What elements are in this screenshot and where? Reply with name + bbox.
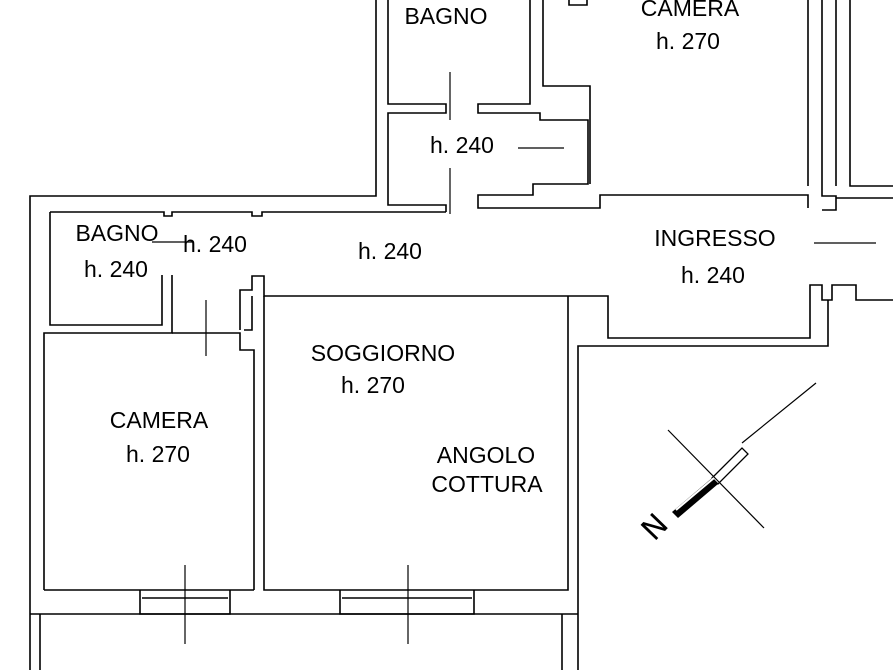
bagno-top-name: BAGNO <box>404 3 487 29</box>
corridoio-small-height: h. 240 <box>183 231 247 257</box>
camera-top-name: CAMERA <box>641 0 740 21</box>
soggiorno-name: SOGGIORNO <box>311 340 455 366</box>
walls <box>29 0 893 670</box>
north-label: N <box>635 507 676 547</box>
room-labels: BAGNO CAMERA h. 270 h. 240 BAGNO h. 240 … <box>75 0 775 497</box>
angolo-cottura-line2: COTTURA <box>431 471 543 497</box>
bagno-left-height: h. 240 <box>84 256 148 282</box>
corridoio-height: h. 240 <box>358 238 422 264</box>
soggiorno-height: h. 270 <box>341 372 405 398</box>
north-arrow: N <box>635 382 817 548</box>
ingresso-name: INGRESSO <box>654 225 775 251</box>
camera-top-height: h. 270 <box>656 28 720 54</box>
camera-left-height: h. 270 <box>126 441 190 467</box>
angolo-cottura-line1: ANGOLO <box>437 442 535 468</box>
door-marks <box>152 72 876 644</box>
bagno-left-name: BAGNO <box>75 220 158 246</box>
ingresso-height: h. 240 <box>681 262 745 288</box>
disimpegno-height: h. 240 <box>430 132 494 158</box>
camera-left-name: CAMERA <box>110 407 209 433</box>
